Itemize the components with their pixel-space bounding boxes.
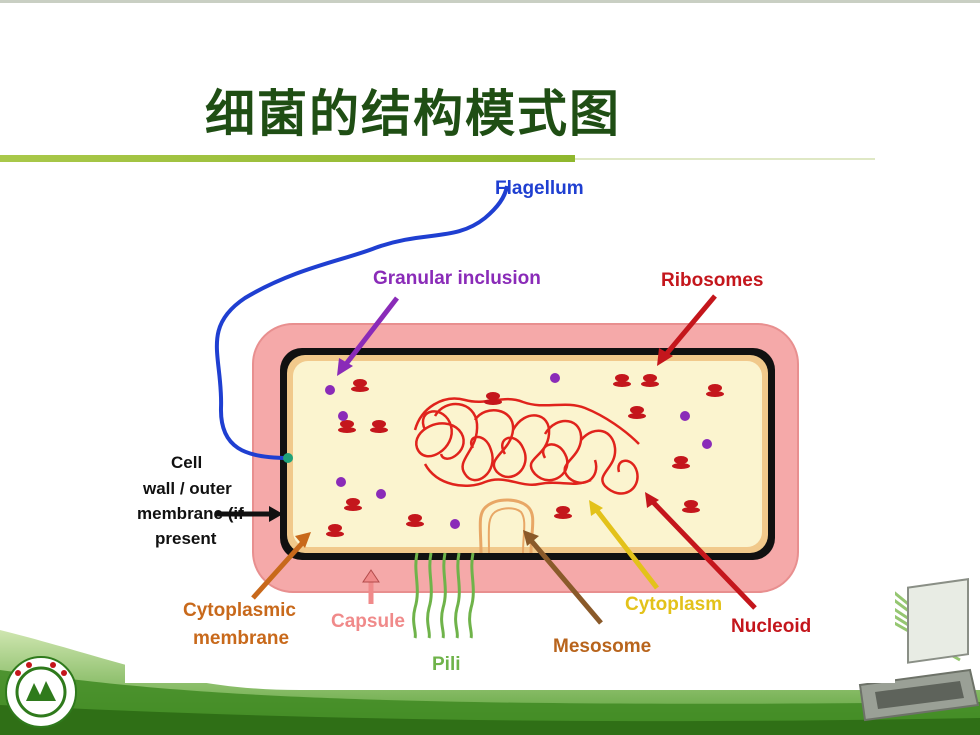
label-mesosome: Mesosome	[553, 636, 651, 657]
slide-title: 细菌的结构模式图	[205, 85, 621, 143]
arrow-heads	[269, 348, 673, 583]
label-cell-wall-4: present	[155, 529, 217, 548]
top-border-line	[0, 0, 980, 3]
bacteria-structure-diagram: Flagellum Granular inclusion Ribosomes C…	[125, 168, 895, 683]
label-cell-wall-1: Cell	[171, 453, 202, 472]
pili	[412, 552, 475, 639]
ribosomes	[326, 374, 724, 537]
title-underline-faint	[575, 158, 875, 160]
granular-inclusions	[325, 373, 712, 529]
flagellum	[214, 185, 509, 460]
label-granular-inclusion: Granular inclusion	[373, 268, 541, 289]
label-cytoplasm: Cytoplasm	[625, 594, 722, 615]
nucleoid	[413, 397, 640, 495]
label-cell-wall-3: membrane (if	[137, 504, 244, 523]
label-pili: Pili	[432, 654, 461, 675]
label-arrows	[215, 294, 757, 625]
label-ribosomes: Ribosomes	[661, 270, 763, 291]
label-cytoplasmic-membrane-1: Cytoplasmic	[183, 600, 296, 621]
label-cell-wall-2: wall / outer	[142, 479, 232, 498]
bottom-green-wave	[0, 630, 980, 735]
label-nucleoid: Nucleoid	[731, 616, 811, 637]
mesosome	[478, 498, 535, 554]
cytoplasm	[293, 361, 762, 547]
title-underline	[0, 155, 575, 162]
university-logo	[5, 656, 77, 728]
label-capsule: Capsule	[331, 611, 405, 632]
label-flagellum: Flagellum	[495, 178, 584, 199]
label-cytoplasmic-membrane-2: membrane	[193, 628, 289, 649]
